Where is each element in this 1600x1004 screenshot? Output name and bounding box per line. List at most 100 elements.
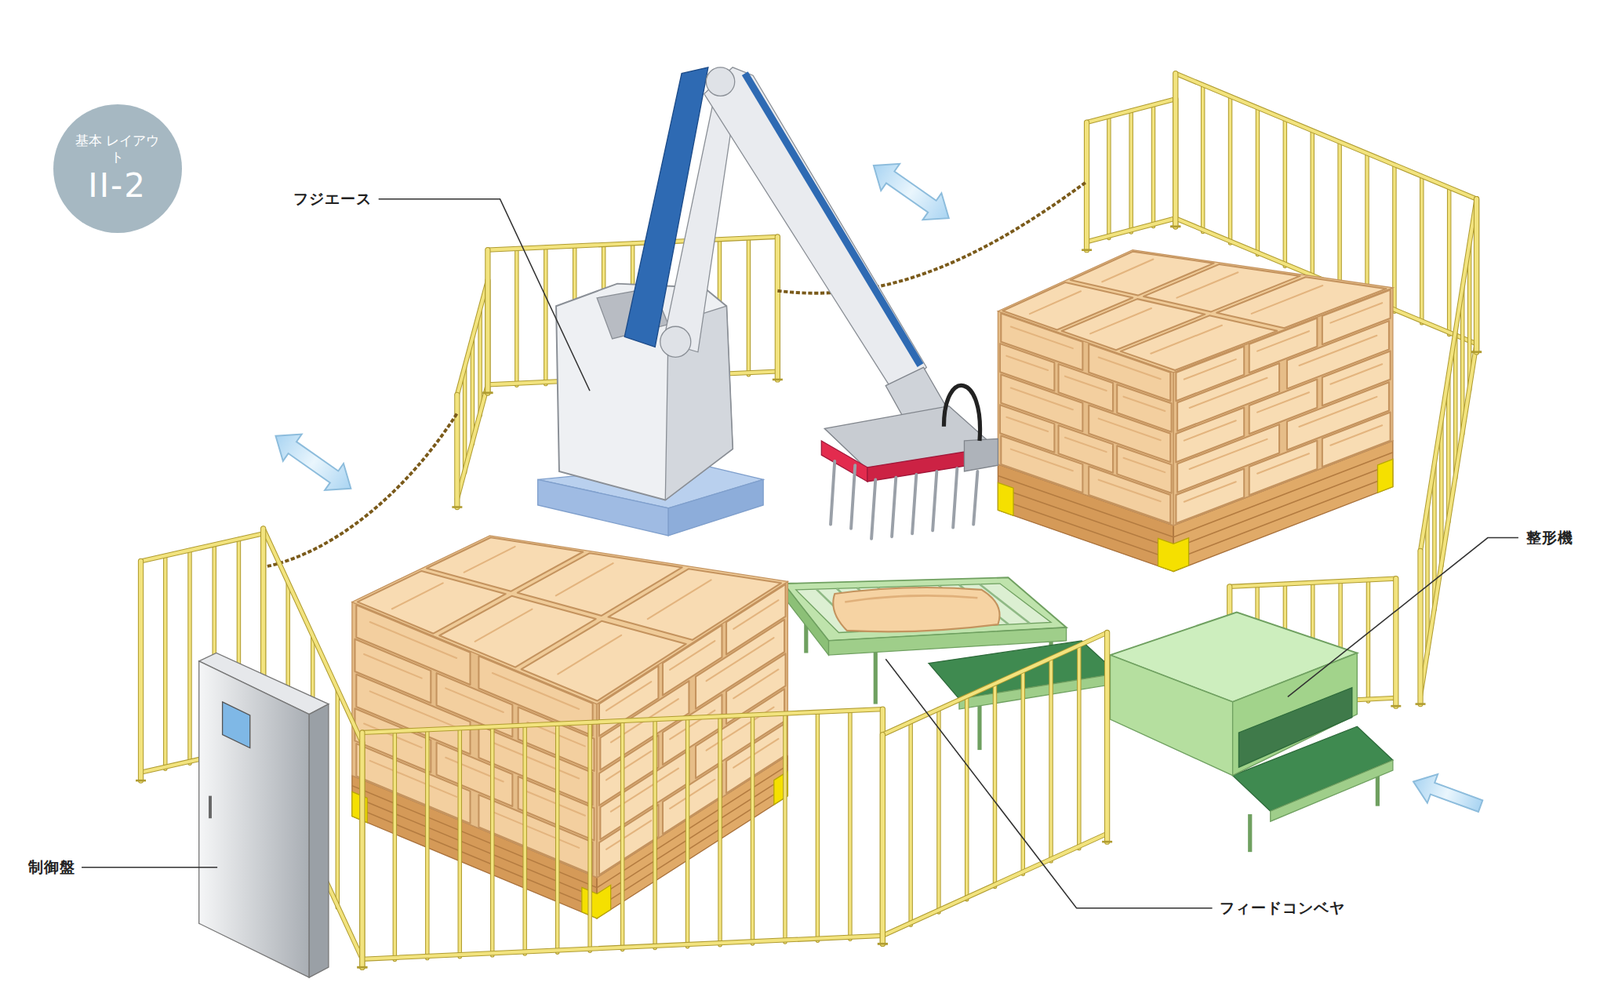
fence-bar — [1106, 116, 1111, 239]
conveyor-frame — [1270, 760, 1393, 822]
fence-rail — [1420, 343, 1477, 696]
bag-seam — [1065, 376, 1107, 391]
bag-seam — [1123, 458, 1166, 473]
fence-rail — [487, 236, 778, 251]
fence-bar — [1283, 119, 1288, 266]
motion-arrows — [266, 152, 1487, 821]
fence-bar — [458, 727, 462, 957]
fence-foot — [877, 942, 888, 946]
fence-bar — [1364, 152, 1369, 300]
fence-bar — [965, 696, 968, 900]
fence-rail — [457, 280, 488, 396]
fence-foot — [1170, 225, 1181, 228]
fence-bar — [1367, 579, 1370, 702]
fence-bar — [653, 719, 656, 948]
fence-bar — [1229, 96, 1232, 244]
fence-bar — [937, 709, 940, 913]
fence-bar — [1021, 670, 1025, 874]
bag — [521, 621, 687, 702]
fence-rail — [362, 935, 884, 960]
bag-seam — [392, 582, 444, 609]
fence-rail — [882, 632, 1107, 735]
fence-bar — [555, 723, 560, 953]
conveyor-rollers — [796, 583, 1051, 633]
fence-bar — [1283, 119, 1287, 266]
part-label: 制御盤 — [26, 857, 77, 878]
fence-bar — [936, 709, 941, 913]
bag-seam — [733, 738, 779, 768]
fence-bar — [717, 716, 722, 945]
bag-seam — [492, 811, 579, 848]
fence-rail — [1229, 578, 1397, 587]
fence-bar — [1338, 141, 1341, 289]
fence-rail — [1175, 73, 1477, 200]
fence-foot — [482, 392, 493, 395]
gripper-tines — [830, 461, 978, 539]
fence-bar — [471, 338, 474, 444]
fence-bar — [1129, 110, 1132, 233]
fence-post — [138, 560, 144, 781]
bag — [356, 743, 470, 824]
fence-bar — [652, 719, 657, 948]
machine-opening — [1238, 687, 1352, 768]
fence-post — [880, 734, 886, 945]
fence-post — [454, 394, 460, 507]
fence-bar — [490, 727, 494, 956]
fence-rail — [1087, 98, 1176, 123]
bag — [478, 794, 593, 875]
infeed-arrow — [1407, 767, 1486, 821]
gripper-tine — [952, 468, 957, 528]
fence-bar — [1365, 152, 1368, 300]
fence-bar — [336, 689, 339, 908]
gripper-tine — [871, 479, 876, 539]
fence-foot — [1390, 705, 1401, 708]
bag — [726, 723, 786, 793]
leader-line — [885, 658, 1212, 908]
fence-post — [774, 236, 781, 380]
bag-seam — [669, 779, 715, 809]
robot-joint — [660, 326, 691, 357]
fence-post — [1473, 199, 1480, 353]
fence-bar — [1107, 116, 1110, 239]
bag-seam — [1101, 258, 1153, 282]
fence-post — [1393, 578, 1398, 707]
robot-arm — [704, 67, 928, 397]
cabinet-handle — [208, 796, 212, 819]
bag-seam — [475, 609, 533, 642]
fence-bar — [335, 689, 340, 908]
robot-arm — [663, 91, 738, 353]
bag-seam — [1257, 453, 1310, 473]
gripper-tine — [932, 471, 937, 531]
fence-rail — [362, 709, 884, 733]
fence-bar — [908, 721, 913, 925]
fence-rail — [457, 280, 488, 396]
fence-foot — [451, 505, 462, 509]
fence-bar — [188, 549, 191, 764]
fence-bar — [187, 549, 192, 764]
fence-bar — [685, 717, 690, 946]
fence-post — [1474, 199, 1479, 353]
fence-rail — [1087, 98, 1176, 123]
fence-foot — [1471, 350, 1482, 353]
fence-bar — [163, 555, 167, 769]
fence-rail — [882, 833, 1107, 936]
part-label: 整形機 — [1524, 527, 1575, 549]
fence-bar — [523, 725, 527, 954]
fence-bar — [1309, 130, 1314, 277]
fence-bar — [1201, 84, 1204, 232]
fence-bar — [1337, 141, 1342, 289]
fence-foot — [482, 392, 493, 395]
fence-bar — [544, 247, 547, 384]
pallet-block — [1158, 538, 1190, 572]
bag-seam — [1176, 272, 1238, 298]
fence-bar — [425, 729, 429, 958]
machine-housing — [1110, 654, 1233, 775]
fence-bar — [1049, 658, 1052, 862]
fence-bar — [1128, 110, 1133, 233]
bag — [844, 595, 978, 602]
fence-rail — [1420, 199, 1477, 552]
fence-bar — [1311, 130, 1314, 277]
leader-lines — [81, 199, 1519, 909]
fence-bar — [1447, 187, 1451, 335]
fence-rail — [487, 236, 778, 251]
